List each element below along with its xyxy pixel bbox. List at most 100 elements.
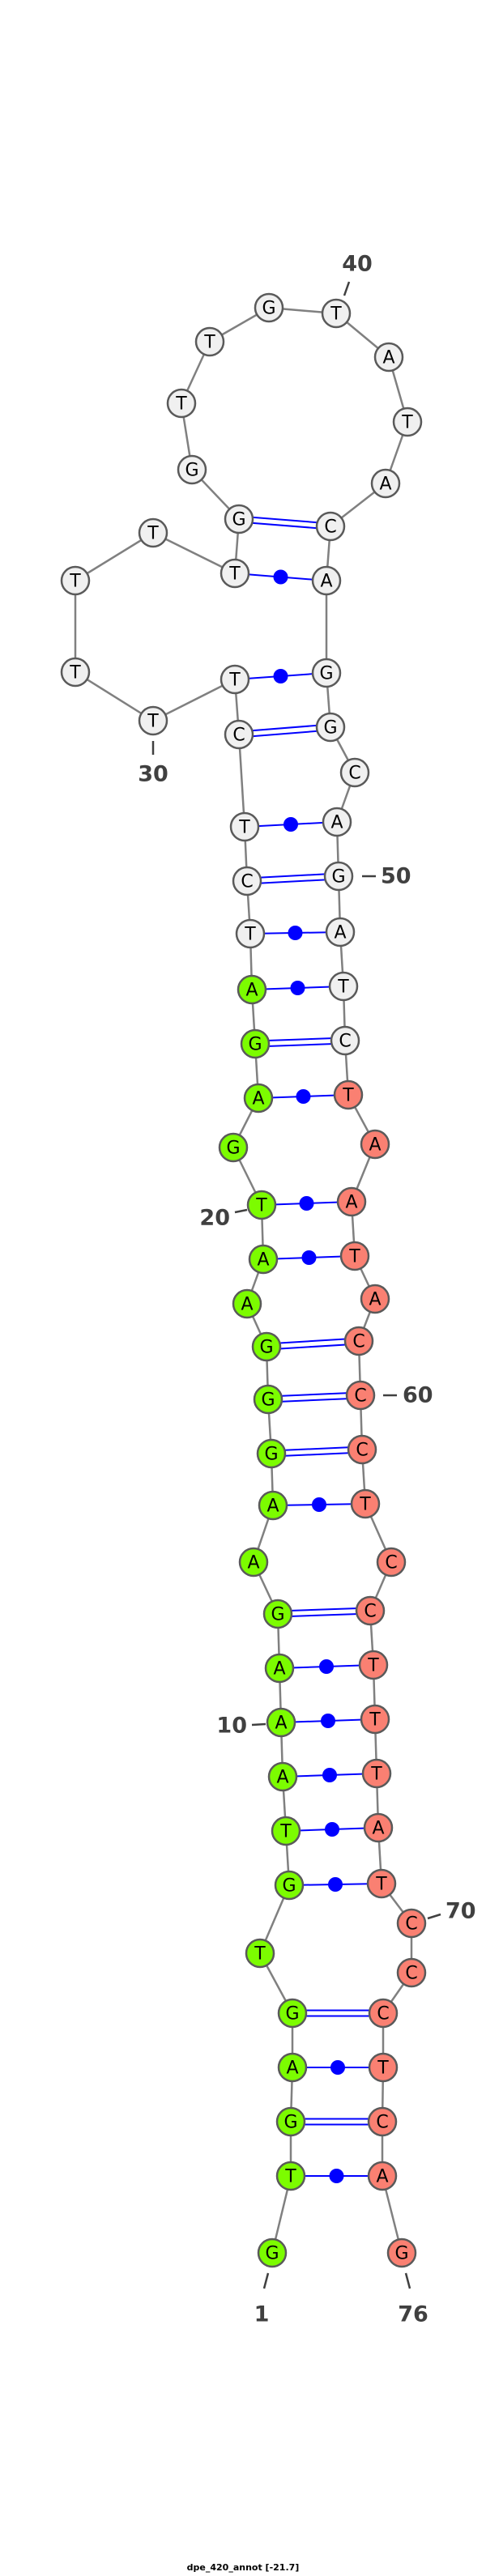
position-label-20: 20 bbox=[199, 1206, 248, 1231]
nucleotide-letter: C bbox=[405, 1964, 417, 1984]
nucleotide-letter: C bbox=[385, 1553, 397, 1573]
nucleotide-22: A bbox=[243, 1083, 274, 1113]
nucleotide-circle bbox=[251, 1331, 282, 1362]
label-tick bbox=[427, 1913, 441, 1920]
nucleotide-letter: C bbox=[376, 2113, 388, 2133]
position-label-40: 40 bbox=[342, 252, 373, 296]
nucleotide-circle bbox=[248, 1244, 279, 1275]
nucleotide-63: C bbox=[376, 1547, 407, 1578]
nucleotide-3: G bbox=[275, 2106, 306, 2137]
nucleotide-49: A bbox=[322, 807, 352, 837]
base-pair-4-73 bbox=[292, 2060, 383, 2075]
nucleotide-letter: A bbox=[286, 2059, 298, 2079]
nucleotide-circle bbox=[235, 918, 266, 949]
nucleotide-letter: G bbox=[331, 867, 345, 888]
nucleotide-56: A bbox=[336, 1186, 367, 1217]
position-label-30: 30 bbox=[138, 741, 168, 787]
nucleotide-circle bbox=[325, 917, 356, 947]
nucleotide-circle bbox=[360, 1129, 390, 1160]
nucleotide-74: C bbox=[367, 2106, 398, 2137]
nucleotide-30: T bbox=[138, 705, 168, 736]
nucleotide-25: T bbox=[235, 918, 266, 949]
nucleotide-circle bbox=[373, 342, 404, 373]
nucleotide-70: C bbox=[396, 1908, 427, 1939]
nucleotide-letter: T bbox=[359, 1495, 371, 1515]
nucleotide-19: A bbox=[248, 1244, 279, 1275]
nucleotide-letter: T bbox=[203, 333, 215, 353]
base-pair-22-54 bbox=[258, 1089, 349, 1104]
nucleotide-5: G bbox=[277, 1998, 308, 2029]
nucleotide-letter: A bbox=[334, 923, 346, 943]
nucleotide-circle bbox=[311, 565, 342, 596]
nucleotide-28: C bbox=[224, 719, 254, 750]
bond-dot bbox=[284, 817, 298, 832]
nucleotide-52: T bbox=[328, 971, 359, 1002]
nucleotide-circle bbox=[232, 1288, 262, 1319]
nucleotide-circle bbox=[361, 1758, 392, 1789]
nucleotide-circle bbox=[328, 971, 359, 1002]
nucleotide-circle bbox=[275, 2161, 306, 2191]
nucleotide-circle bbox=[392, 407, 423, 437]
position-label-10: 10 bbox=[216, 1714, 266, 1739]
nucleotide-circle bbox=[271, 1816, 301, 1846]
position-number: 1 bbox=[254, 2302, 270, 2327]
nucleotide-29: T bbox=[220, 664, 250, 695]
base-pair-29-46 bbox=[234, 669, 327, 683]
nucleotide-letter: A bbox=[273, 1659, 285, 1680]
nucleotide-circle bbox=[229, 811, 260, 842]
nucleotide-58: A bbox=[360, 1284, 390, 1314]
nucleotide-letter: A bbox=[376, 2167, 388, 2187]
nucleotide-circle bbox=[138, 705, 168, 736]
nucleotide-circle bbox=[363, 1812, 394, 1843]
nucleotide-46: G bbox=[311, 658, 342, 688]
nucleotide-letter: C bbox=[405, 1914, 417, 1935]
nucleotide-letter: G bbox=[323, 718, 337, 739]
gc-bond-line bbox=[255, 1042, 346, 1048]
nucleotide-letter: T bbox=[175, 394, 187, 415]
nucleotide-letter: G bbox=[265, 2244, 279, 2264]
nucleotide-circle bbox=[256, 1438, 287, 1469]
position-label-76: 76 bbox=[398, 2272, 428, 2327]
nucleotide-circle bbox=[330, 1025, 360, 1056]
base-pair-34-45 bbox=[234, 569, 327, 585]
nucleotide-circle bbox=[355, 1595, 386, 1626]
nucleotide-circle bbox=[376, 1547, 407, 1578]
nucleotide-75: A bbox=[367, 2161, 398, 2191]
nucleotide-circle bbox=[360, 1704, 390, 1735]
backbone-link bbox=[75, 531, 154, 582]
gc-bond-line bbox=[266, 1337, 359, 1345]
nucleotide-20: T bbox=[246, 1190, 277, 1220]
nucleotide-letter: A bbox=[275, 1714, 287, 1734]
nucleotide-8: T bbox=[271, 1816, 301, 1846]
gc-bond-line bbox=[254, 1037, 345, 1042]
bond-dot bbox=[296, 1089, 311, 1104]
nucleotide-11: A bbox=[264, 1653, 295, 1684]
nucleotide-circle bbox=[396, 1908, 427, 1939]
nucleotide-15: G bbox=[256, 1438, 287, 1469]
nucleotide-circle bbox=[60, 657, 91, 688]
nucleotide-letter: T bbox=[254, 1944, 266, 1965]
nucleotide-circle bbox=[336, 1186, 367, 1217]
nucleotide-letter: C bbox=[348, 764, 360, 784]
nucleotide-letter: A bbox=[369, 1135, 381, 1156]
nucleotide-letter: C bbox=[232, 726, 245, 746]
position-label-1: 1 bbox=[254, 2272, 270, 2327]
nucleotide-9: A bbox=[267, 1761, 298, 1792]
nucleotide-circle bbox=[321, 298, 352, 329]
base-pair-layer bbox=[234, 515, 383, 2183]
nucleotide-letter: A bbox=[247, 1553, 259, 1573]
nucleotide-45: A bbox=[311, 565, 342, 596]
nucleotide-68: A bbox=[363, 1812, 394, 1843]
nucleotide-26: C bbox=[232, 866, 262, 896]
nucleotide-51: A bbox=[325, 917, 356, 947]
nucleotide-letter: T bbox=[238, 818, 250, 838]
nucleotide-letter: T bbox=[375, 1875, 387, 1895]
nucleotide-circle bbox=[386, 2238, 417, 2268]
nucleotide-letter: T bbox=[377, 2059, 389, 2079]
backbone-link bbox=[152, 678, 236, 722]
nucleotide-circle bbox=[253, 1384, 284, 1415]
nucleotide-44: C bbox=[315, 511, 346, 542]
base-pair-27-49 bbox=[244, 817, 338, 832]
nucleotide-31: T bbox=[60, 657, 91, 688]
